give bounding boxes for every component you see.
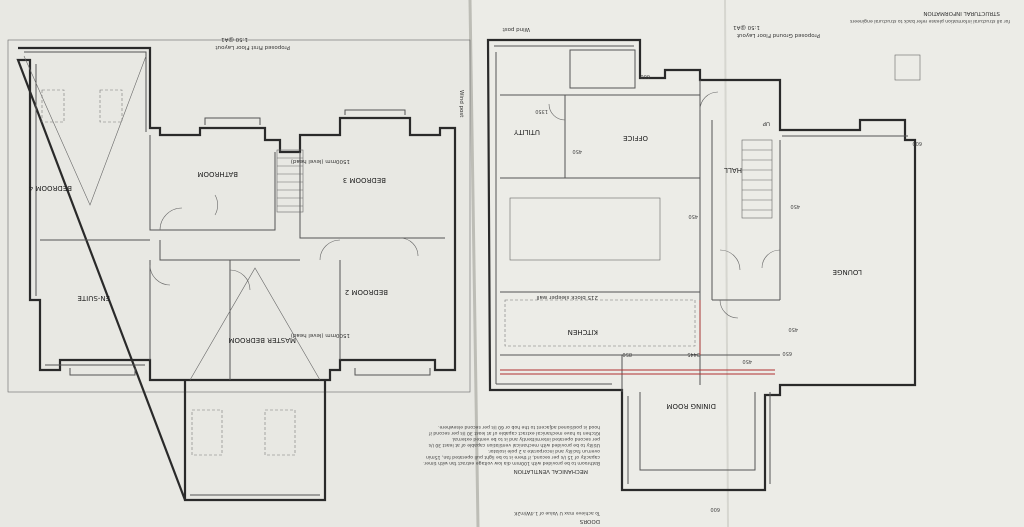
dim-12: 600 <box>710 506 720 512</box>
structural-note: for all structural information please re… <box>849 18 1010 24</box>
dim-4: 850 <box>622 351 632 357</box>
notes-line-6: Kitchen to have mechanical extract capab… <box>429 430 600 436</box>
ground-floor-scale: 1:50 @A1 <box>733 24 760 30</box>
notes-line-7: hood is positioned adjacent to the hob o… <box>438 424 600 430</box>
first-floor-labels: BEDROOM 4 BATHROOM BEDROOM 3 EN-SUITE BE… <box>28 36 388 344</box>
room-label-lounge: LOUNGE <box>833 268 862 276</box>
room-label-office: OFFICE <box>623 134 648 142</box>
paper-crease <box>724 0 729 527</box>
dim-11: 600 <box>912 140 922 146</box>
dim-7: 450 <box>572 148 582 154</box>
doors-line: To achieve max U Value of 1.4W/m2K <box>513 510 601 516</box>
first-floor-scale: 1:50 @A1 <box>221 36 248 42</box>
dim-8: 450 <box>790 203 800 209</box>
dim-9: 450 <box>688 213 698 219</box>
room-label-kitchen: KITCHEN <box>568 328 598 336</box>
room-label-bedroom3: BEDROOM 3 <box>343 176 386 184</box>
first-floor-plan <box>16 46 457 502</box>
ground-floor-title: Proposed Ground Floor Layout <box>736 32 820 38</box>
notes-line-3: overrun facility and incorporate a 2 pol… <box>488 448 600 454</box>
stair-up-label: UP <box>762 120 770 126</box>
first-floor-frame <box>7 39 471 393</box>
sleeper-wall-note: 215 block sleeper wall <box>536 294 598 300</box>
headroom-note-upper: 1500mm (level head) <box>291 158 350 164</box>
paper-left <box>0 0 478 527</box>
room-label-hall: HALL <box>724 166 742 174</box>
wind-post-top: Wind post <box>502 26 530 32</box>
paper-right <box>470 0 1024 527</box>
room-label-dining: DINING ROOM <box>666 402 716 410</box>
dim-2: 600 <box>640 73 650 79</box>
notes-line-2: capacity of 15 l/s per second, if there … <box>426 454 600 460</box>
room-label-bedroom2: BEDROOM 2 <box>345 288 388 296</box>
room-label-bathroom: BATHROOM <box>197 170 238 178</box>
notes-line-4: Utility to be provided with mechanical v… <box>428 442 600 448</box>
ground-floor-labels: UTILITY OFFICE HALL LOUNGE KITCHEN DININ… <box>458 10 1010 410</box>
room-label-utility: UTILITY <box>513 128 540 136</box>
notes-heading: MECHANICAL VENTILATION <box>514 468 588 474</box>
dim-6: 1350 <box>535 108 548 114</box>
room-label-bedroom4: BEDROOM 4 <box>28 184 72 192</box>
dim-10: 450 <box>788 326 798 332</box>
dim-1: 450 <box>742 358 752 364</box>
notes-line-5: per second operated intermittently and i… <box>452 436 601 442</box>
notes-block: MECHANICAL VENTILATION Bathroom to be pr… <box>423 424 601 524</box>
room-label-ensuite: EN-SUITE <box>77 294 110 302</box>
ground-floor-plan <box>486 38 921 492</box>
structural-heading: STRUCTURAL INFORMATION <box>923 10 1000 16</box>
headroom-note-lower: 1500mm (level head) <box>291 332 350 338</box>
room-label-master-bedroom: MASTER BEDROOM <box>228 336 296 344</box>
first-floor-title: Proposed First Floor Layout <box>215 44 290 50</box>
wind-post-left: Wind post <box>458 90 464 118</box>
dim-3: 650 <box>782 350 792 356</box>
paper-fold <box>468 0 480 527</box>
doors-heading: DOORS <box>579 518 600 524</box>
notes-line-1: Bathroom to be provided with 100mm dia l… <box>423 460 600 466</box>
dimensions: 450 600 650 850 3445 1350 450 450 450 45… <box>535 73 922 512</box>
dim-5: 3445 <box>687 351 700 357</box>
